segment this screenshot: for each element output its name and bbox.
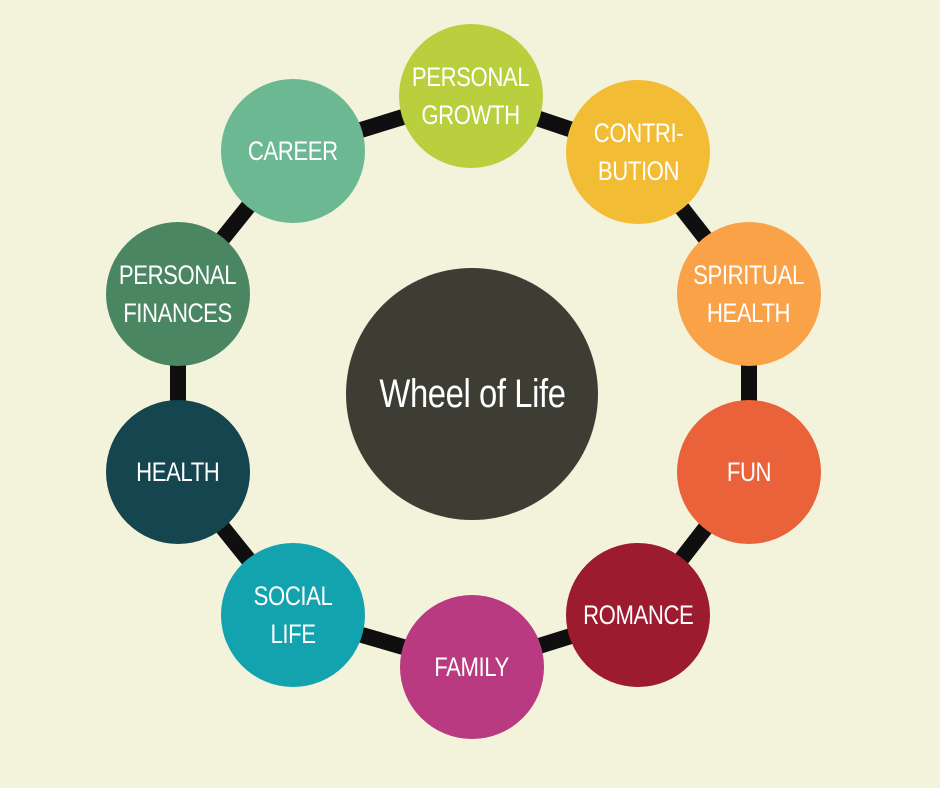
segment-personal-finances: PERSONAL FINANCES [106, 222, 250, 366]
segment-health: HEALTH [106, 400, 250, 544]
segment-label-line: FINANCES [123, 298, 233, 328]
segment-label-line: SOCIAL [253, 581, 333, 611]
segment-label: SPIRITUAL HEALTH [694, 256, 805, 332]
segment-label: PERSONAL FINANCES [119, 256, 237, 332]
center-circle: Wheel of Life [346, 268, 598, 520]
segment-social-life: SOCIAL LIFE [221, 543, 365, 687]
segment-label-line: SPIRITUAL [693, 260, 805, 290]
segment-label-line: GROWTH [421, 100, 521, 130]
segment-contribution: CONTRI- BUTION [566, 80, 710, 224]
segment-label-line: HEALTH [707, 298, 791, 328]
segment-label: FAMILY [435, 648, 510, 686]
center-title: Wheel of Life [378, 372, 566, 416]
segment-label-line: PERSONAL [119, 260, 237, 290]
segment-label: PERSONAL GROWTH [412, 58, 530, 134]
segment-label: SOCIAL LIFE [254, 577, 333, 653]
segment-family: FAMILY [400, 595, 544, 739]
segment-label: ROMANCE [582, 596, 694, 634]
segment-label: CONTRI- BUTION [593, 114, 683, 190]
segment-label-line: FAMILY [434, 652, 510, 682]
segment-label-line: HEALTH [136, 457, 220, 487]
segment-fun: FUN [677, 400, 821, 544]
segment-label-line: FUN [726, 457, 772, 487]
segment-romance: ROMANCE [566, 543, 710, 687]
segment-label-line: PERSONAL [412, 62, 530, 92]
segment-label-line: CONTRI- [593, 118, 683, 148]
segment-label-line: LIFE [270, 619, 316, 649]
segment-label: CAREER [248, 132, 338, 170]
segment-label-line: CAREER [248, 136, 338, 166]
segment-career: CAREER [221, 79, 365, 223]
segment-personal-growth: PERSONAL GROWTH [399, 24, 543, 168]
segment-spiritual-health: SPIRITUAL HEALTH [677, 222, 821, 366]
segment-label: FUN [726, 453, 772, 491]
segment-label: HEALTH [136, 453, 220, 491]
segment-label-line: BUTION [597, 156, 679, 186]
segment-label-line: ROMANCE [582, 600, 694, 630]
